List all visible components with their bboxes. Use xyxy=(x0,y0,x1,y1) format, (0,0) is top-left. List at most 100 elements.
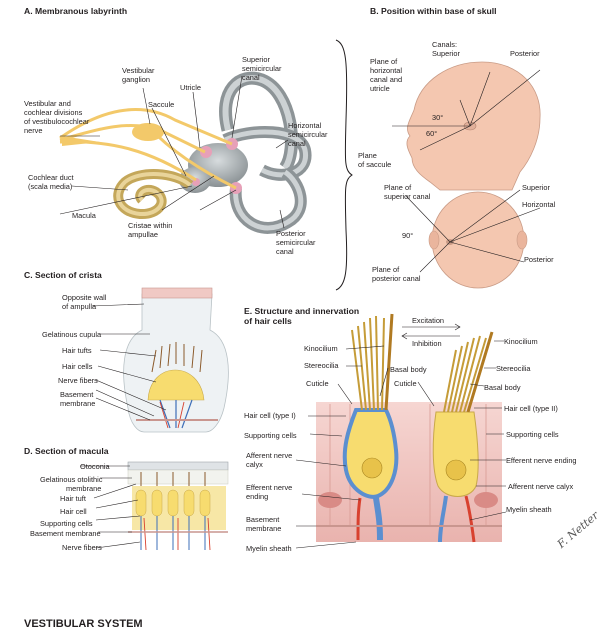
type-ii-efferent-fiber xyxy=(464,495,476,543)
panel-c-title: C. Section of crista xyxy=(24,270,102,280)
hair-tufts xyxy=(151,342,203,373)
type-ii-hair-cell xyxy=(432,411,479,497)
supporting-nucleus-1 xyxy=(318,492,342,508)
label-cochlear-duct: Cochlear duct (scala media) xyxy=(28,173,76,191)
label-nerve-fibers-c: Nerve fibers xyxy=(58,376,98,385)
label-basement-membrane-e: Basement membrane xyxy=(246,515,281,533)
label-posterior-2: Posterior xyxy=(524,255,554,264)
label-kinocilium-right: Kinocilium xyxy=(504,337,538,346)
bracket xyxy=(335,39,353,291)
label-efferent-ending-right: Efferent nerve ending xyxy=(506,456,577,465)
label-hair-cell-type-i: Hair cell (type I) xyxy=(244,411,296,420)
panel-a-leaders xyxy=(59,75,289,229)
label-angle-60: 60° xyxy=(426,129,437,138)
label-angle-90: 90° xyxy=(402,231,413,240)
otolithic-membrane xyxy=(127,469,229,485)
label-basal-body-left: Basal body xyxy=(390,365,427,374)
label-opposite-wall: Opposite wall of ampulla xyxy=(62,293,108,311)
label-efferent-ending-left: Efferent nerve ending xyxy=(246,483,294,501)
ear-right xyxy=(516,230,528,250)
label-superior-semicircular-canal: Superior semicircular canal xyxy=(242,55,283,82)
label-stereocilia-left: Stereocilia xyxy=(304,361,339,370)
label-myelin-sheath-left: Myelin sheath xyxy=(246,544,292,553)
crista-vessels xyxy=(159,401,185,429)
figure-footer-title: VESTIBULAR SYSTEM xyxy=(24,618,143,630)
label-myelin-sheath-right: Myelin sheath xyxy=(506,505,552,514)
label-posterior-semicircular-canal: Posterior semicircular canal xyxy=(276,229,317,256)
crista-nerves xyxy=(159,399,193,429)
panel-c-section-of-crista: C. Section of crista Opposite wall of am… xyxy=(24,270,229,433)
type-i-nucleus xyxy=(361,457,383,479)
panel-d-title: D. Section of macula xyxy=(24,446,109,456)
label-nerve-fibers-d: Nerve fibers xyxy=(62,543,102,552)
label-plane-horizontal: Plane of horizontal canal and utricle xyxy=(370,57,404,93)
label-plane-posterior: Plane of posterior canal xyxy=(372,265,421,283)
type-i-kinocilium xyxy=(384,313,394,411)
label-canals: Canals: xyxy=(432,40,457,49)
type-ii-afferent-fiber xyxy=(438,495,448,543)
type-i-stereocilia xyxy=(351,315,385,411)
label-vestibular-nerve: Vestibular and cochlear divisions of ves… xyxy=(24,99,91,135)
label-angle-30: 30° xyxy=(432,113,443,122)
label-basement-membrane-c: Basement membrane xyxy=(60,390,95,408)
panel-b-position-within-skull: B. Position within base of skull Canals:… xyxy=(358,6,556,289)
label-gelatinous-cupula: Gelatinous cupula xyxy=(42,330,102,339)
label-supporting-cells-left: Supporting cells xyxy=(244,431,297,440)
label-inhibition: Inhibition xyxy=(412,339,442,348)
label-hair-cell-type-ii: Hair cell (type II) xyxy=(504,404,558,413)
label-otolithic-membrane: Gelatinous otolithic membrane xyxy=(40,475,105,493)
label-hair-cells: Hair cells xyxy=(62,362,93,371)
supporting-nucleus-2 xyxy=(474,492,498,508)
type-ii-stereocilia xyxy=(443,335,487,413)
panel-e-title: E. Structure and innervation of hair cel… xyxy=(244,306,361,326)
label-afferent-calyx-right: Afferent nerve calyx xyxy=(508,482,573,491)
label-supporting-cells-d: Supporting cells xyxy=(40,519,93,528)
label-cuticle-left: Cuticle xyxy=(306,379,329,388)
type-i-efferent-fiber xyxy=(356,497,362,541)
label-vestibular-ganglion: Vestibular ganglion xyxy=(122,66,157,84)
panel-d-section-of-macula: D. Section of macula Otoconia Gelatinous… xyxy=(24,446,229,552)
label-supporting-cells-right: Supporting cells xyxy=(506,430,559,439)
type-ii-nucleus xyxy=(445,459,467,481)
label-posterior: Posterior xyxy=(510,49,540,58)
ear-left xyxy=(428,230,440,250)
label-basement-membrane-d: Basement membrane xyxy=(30,529,101,538)
head-top-view xyxy=(431,191,525,289)
label-horizontal-semicircular-canal: Horizontal semicircular canal xyxy=(288,121,329,148)
plane-lines-top xyxy=(405,189,541,273)
label-kinocilium-left: Kinocilium xyxy=(304,344,338,353)
artist-signature: F. Netter xyxy=(554,508,602,551)
label-superior-2: Superior xyxy=(522,183,550,192)
type-ii-kinocilium xyxy=(466,331,494,413)
label-stereocilia-right: Stereocilia xyxy=(496,364,531,373)
label-cristae: Cristae within ampullae xyxy=(128,221,174,239)
label-hair-tufts: Hair tufts xyxy=(62,346,92,355)
panel-e-hair-cells: E. Structure and innervation of hair cel… xyxy=(244,306,602,553)
panel-b-title: B. Position within base of skull xyxy=(370,6,497,16)
label-plane-saccule: Plane of saccule xyxy=(358,151,391,169)
label-otoconia: Otoconia xyxy=(80,462,110,471)
label-cuticle-right: Cuticle xyxy=(394,379,417,388)
label-hair-cell: Hair cell xyxy=(60,507,87,516)
macula-cells xyxy=(132,472,226,551)
panel-a-membranous-labyrinth: A. Membranous labyrinth xyxy=(24,6,353,291)
labyrinth-illustration xyxy=(59,71,312,234)
label-superior: Superior xyxy=(432,49,460,58)
otoconia-layer xyxy=(127,461,229,471)
label-basal-body-right: Basal body xyxy=(484,383,521,392)
label-plane-superior: Plane of superior canal xyxy=(384,183,431,201)
opposite-wall xyxy=(141,287,213,299)
label-macula: Macula xyxy=(72,211,97,220)
type-i-afferent-fiber xyxy=(373,497,383,541)
label-saccule: Saccule xyxy=(148,100,174,109)
crista-cells xyxy=(147,369,205,401)
type-i-hair-cell xyxy=(342,408,399,499)
label-horizontal-2: Horizontal xyxy=(522,200,556,209)
panel-a-title: A. Membranous labyrinth xyxy=(24,6,127,16)
label-hair-tuft: Hair tuft xyxy=(60,494,86,503)
plane-lines-lateral xyxy=(392,69,541,151)
label-utricle: Utricle xyxy=(180,83,201,92)
label-afferent-calyx-left: Afferent nerve calyx xyxy=(246,451,294,469)
label-excitation: Excitation xyxy=(412,316,444,325)
